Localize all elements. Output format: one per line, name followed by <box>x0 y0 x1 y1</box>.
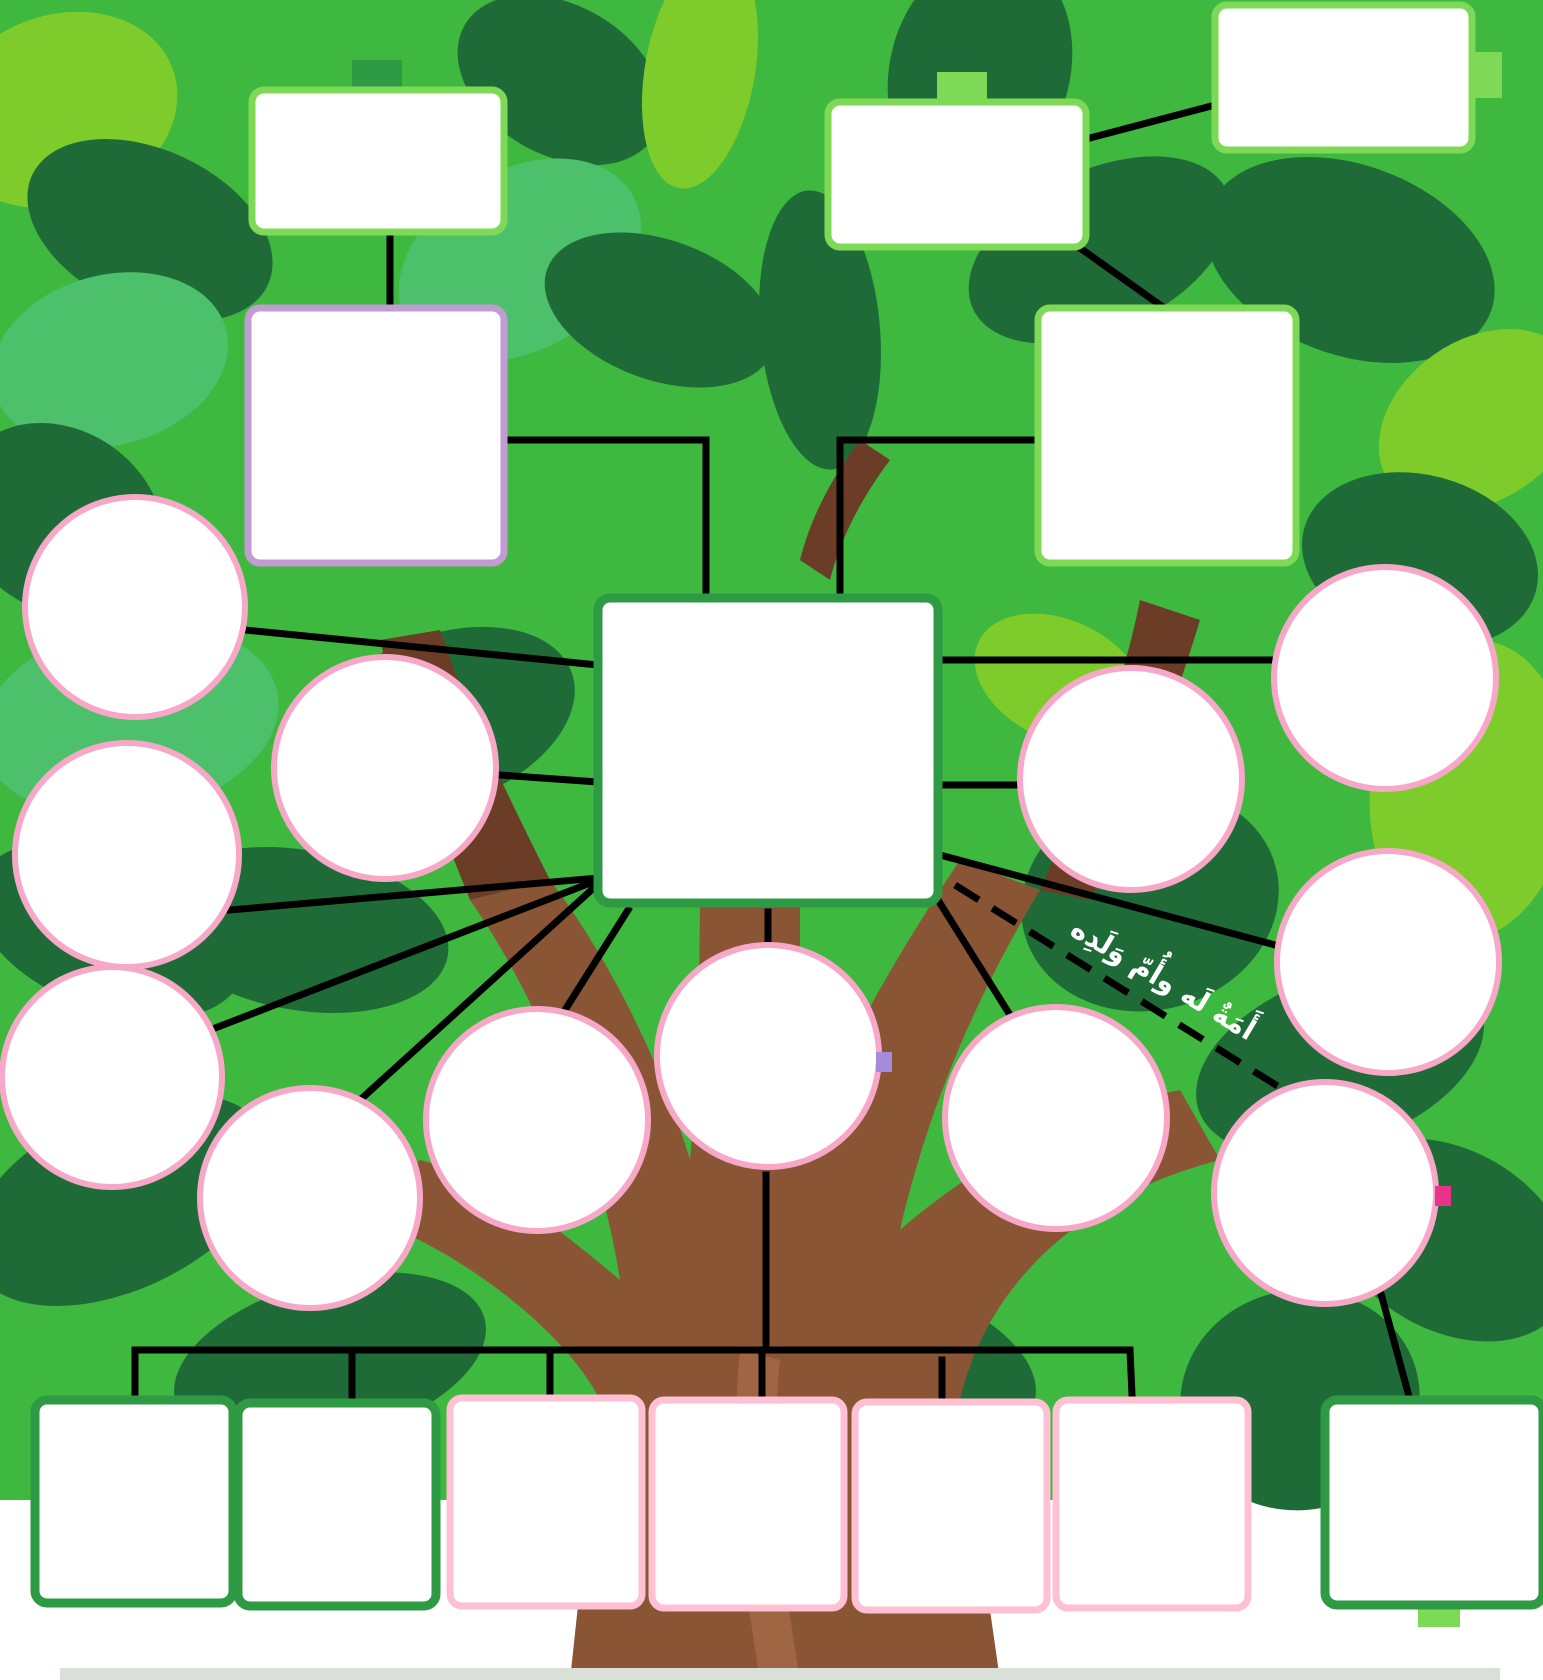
wife-11-box[interactable] <box>945 1007 1167 1229</box>
wife-10-box[interactable] <box>1277 851 1499 1073</box>
wife-4-box[interactable] <box>2 967 222 1187</box>
child-2-box[interactable] <box>238 1403 436 1606</box>
center-person-box[interactable] <box>598 598 938 903</box>
ancestor-top-left-box[interactable] <box>252 90 504 232</box>
wife-1-box[interactable] <box>25 497 245 717</box>
wife-7-box[interactable] <box>657 945 879 1167</box>
child-6-box[interactable] <box>1056 1400 1248 1608</box>
concubine-box[interactable] <box>1214 1082 1436 1304</box>
wife-5-box[interactable] <box>200 1088 420 1308</box>
child-3-box[interactable] <box>450 1398 642 1606</box>
parent-right-box[interactable] <box>1038 308 1296 563</box>
wife-8-box[interactable] <box>1020 668 1242 890</box>
ancestor-top-right-box[interactable] <box>1215 5 1472 150</box>
ground-strip <box>60 1668 1500 1680</box>
parent-left-box[interactable] <box>248 308 504 563</box>
wife-3-box[interactable] <box>15 743 239 967</box>
child-1-box[interactable] <box>35 1400 233 1603</box>
ancestor-top-center-box[interactable] <box>828 102 1086 247</box>
wife-9-box[interactable] <box>1274 567 1496 789</box>
wife-6-box[interactable] <box>426 1009 648 1231</box>
magenta-marker <box>1435 1186 1451 1206</box>
child-4-box[interactable] <box>652 1400 844 1608</box>
wife-2-box[interactable] <box>274 657 496 879</box>
top-center-tab <box>937 72 987 102</box>
child-5-box[interactable] <box>855 1402 1047 1610</box>
purple-marker <box>876 1052 892 1072</box>
top-left-tab <box>352 60 402 88</box>
child-of-concubine-box[interactable] <box>1325 1400 1543 1605</box>
